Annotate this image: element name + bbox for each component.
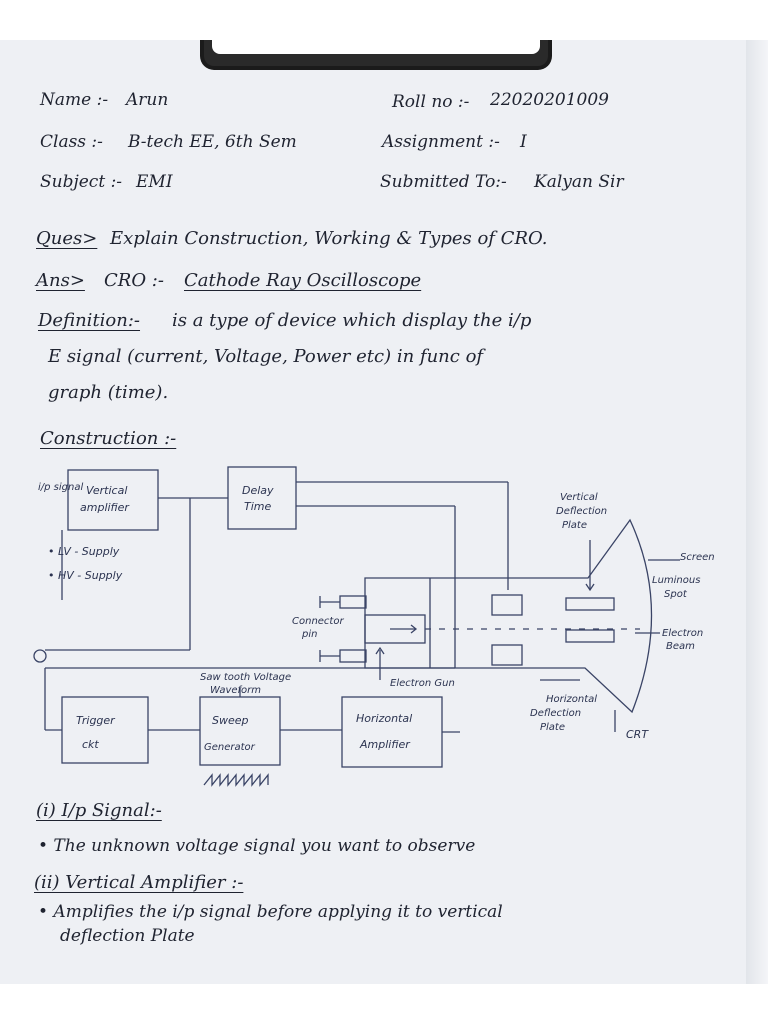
label-lv-supply: • LV - Supply [48, 545, 120, 558]
submitted-label: Submitted To:- [380, 172, 507, 192]
question-label: Ques> [36, 228, 98, 249]
definition-line-1: is a type of device which display the i/… [172, 310, 532, 331]
label-trigger-1: Trigger [76, 714, 116, 727]
class-label: Class :- [40, 132, 103, 152]
label-luminous-2: Spot [664, 589, 688, 600]
note-2-heading: (ii) Vertical Amplifier :- [34, 872, 244, 893]
label-ip-signal: i/p signal [38, 482, 83, 493]
definition-line-3: graph (time). [48, 382, 169, 403]
assignment-label: Assignment :- [382, 132, 500, 152]
label-sweep-2: Generator [204, 742, 256, 753]
name-label: Name :- [40, 90, 109, 110]
answer-prefix: CRO :- [104, 270, 164, 291]
label-delay-2: Time [244, 500, 271, 513]
label-sawtooth-2: Waveform [210, 685, 261, 696]
label-vert-defl-3: Plate [562, 520, 587, 531]
definition-label: Definition:- [38, 310, 141, 331]
clipboard-clip [200, 40, 552, 70]
roll-label: Roll no :- [392, 92, 470, 112]
label-vertical-amp-1: Vertical [86, 484, 127, 497]
note-1-heading: (i) I/p Signal:- [36, 800, 162, 821]
subject-value: EMI [136, 172, 173, 192]
note-2-text-2: deflection Plate [60, 926, 195, 946]
label-trigger-2: ckt [82, 738, 99, 751]
answer-text: Cathode Ray Oscilloscope [184, 270, 422, 291]
definition-line-2: E signal (current, Voltage, Power etc) i… [48, 346, 484, 367]
label-luminous-1: Luminous [652, 575, 700, 586]
notebook-page [0, 40, 768, 984]
submitted-value: Kalyan Sir [534, 172, 624, 192]
delay-time-box [227, 466, 297, 530]
label-electron-beam-2: Beam [666, 641, 695, 652]
question-text: Explain Construction, Working & Types of… [110, 228, 548, 249]
label-electron-gun: Electron Gun [390, 678, 455, 689]
label-horiz-defl-3: Plate [540, 722, 565, 733]
label-connector-1: Connector [292, 616, 344, 627]
label-horiz-amp-1: Horizontal [356, 712, 412, 725]
class-value: B-tech EE, 6th Sem [128, 132, 297, 152]
horizontal-amplifier-box [341, 696, 443, 768]
label-sweep-1: Sweep [212, 714, 249, 727]
label-screen: Screen [680, 552, 715, 563]
note-1-text: • The unknown voltage signal you want to… [38, 836, 476, 856]
label-vert-defl-2: Deflection [556, 506, 607, 517]
vertical-amplifier-box [67, 469, 159, 531]
label-horiz-amp-2: Amplifier [359, 738, 411, 751]
sweep-generator-box [199, 696, 281, 766]
name-value: Arun [126, 90, 169, 110]
label-crt: CRT [626, 728, 649, 741]
label-hv-supply: • HV - Supply [48, 569, 123, 582]
label-vert-defl-1: Vertical [560, 492, 598, 503]
label-horiz-defl-2: Deflection [530, 708, 581, 719]
label-delay-1: Delay [242, 484, 274, 497]
sawtooth-waveform [203, 773, 269, 787]
label-electron-beam-1: Electron [662, 628, 703, 639]
label-sawtooth-1: Saw tooth Voltage [200, 672, 291, 683]
note-2-text-1: • Amplifies the i/p signal before applyi… [38, 902, 503, 922]
page-edge [746, 40, 768, 984]
subject-label: Subject :- [40, 172, 123, 192]
label-horiz-defl-1: Horizontal [546, 694, 597, 705]
roll-value: 22020201009 [490, 90, 609, 110]
label-connector-2: pin [301, 629, 317, 640]
construction-heading: Construction :- [40, 428, 177, 449]
assignment-value: I [520, 132, 527, 152]
label-vertical-amp-2: amplifier [80, 501, 130, 514]
trigger-circuit-box [61, 696, 149, 764]
answer-label: Ans> [36, 270, 85, 291]
